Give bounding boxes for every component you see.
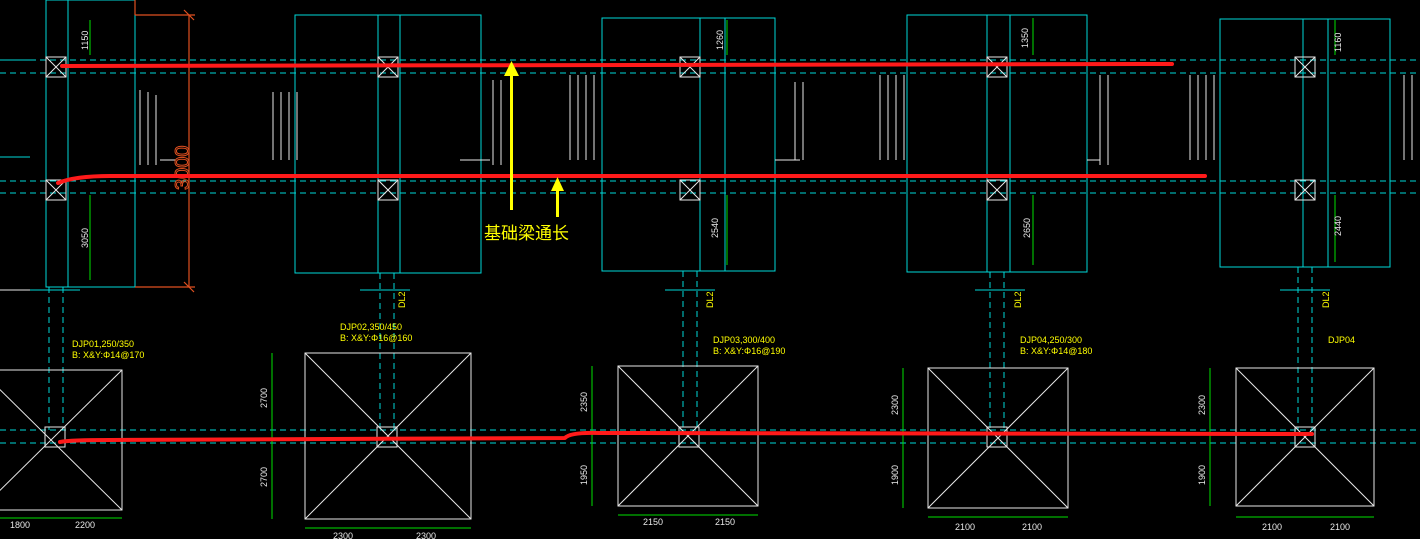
footing-4-dim-top: 2300 <box>890 395 900 415</box>
arrow-shaft-right <box>556 190 559 217</box>
dim-upper-8: 2440 <box>1333 216 1343 236</box>
upper-grid <box>0 0 1420 288</box>
footing-4-rebar: B: X&Y:Φ14@180 <box>1020 346 1092 356</box>
beam-highlight-top <box>60 62 1174 68</box>
footing-5-dim-left: 2100 <box>1262 522 1282 532</box>
upper-column-nodes <box>45 56 1316 201</box>
footing-1-label: DJP01,250/350 <box>72 339 134 349</box>
footing-3-rebar: B: X&Y:Φ16@190 <box>713 346 785 356</box>
footing-5: DJP04 2300 1900 2100 2100 <box>1197 335 1375 532</box>
footing-5-label: DJP04 <box>1328 335 1355 345</box>
column-connectors <box>0 267 1330 430</box>
footing-3-label: DJP03,300/400 <box>713 335 775 345</box>
column-tag-3: DL2 <box>1013 291 1023 308</box>
footing-4-dim-bottom: 1900 <box>890 465 900 485</box>
footing-5-dim-bottom: 1900 <box>1197 465 1207 485</box>
column-tags: DL2 DL2 DL2 DL2 <box>397 291 1331 308</box>
footing-3: DJP03,300/400 B: X&Y:Φ16@190 2350 1950 2… <box>579 335 785 527</box>
annotation-label: 基础梁通长 <box>484 224 569 244</box>
footing-2-dim-bottom: 2700 <box>259 467 269 487</box>
dim-upper-4: 2540 <box>710 218 720 238</box>
footing-3-dim-top: 2350 <box>579 392 589 412</box>
footing-3-dim-right: 2150 <box>715 517 735 527</box>
beam-annotation-marks <box>139 75 1413 165</box>
column-tag-4: DL2 <box>1321 291 1331 308</box>
dim-upper-2: 3050 <box>80 228 90 248</box>
lower-axis-lines <box>0 429 1420 444</box>
upper-dimension-labels: 1150 3050 1260 2540 1350 2650 1160 2440 <box>80 28 1343 248</box>
footing-4-dim-right: 2100 <box>1022 522 1042 532</box>
footing-5-dim-top: 2300 <box>1197 395 1207 415</box>
column-tag-2: DL2 <box>705 291 715 308</box>
arrow-head-right <box>551 177 564 191</box>
footing-2-dim-right: 2300 <box>416 531 436 539</box>
footing-3-dim-left: 2150 <box>643 517 663 527</box>
footing-2-rebar: B: X&Y:Φ16@160 <box>340 333 412 343</box>
dim-upper-5: 1350 <box>1020 28 1030 48</box>
dim-upper-1: 1150 <box>80 31 90 50</box>
dim-upper-7: 1160 <box>1333 33 1343 52</box>
footing-2-label: DJP02,350/450 <box>340 322 402 332</box>
footing-4-label: DJP04,250/300 <box>1020 335 1082 345</box>
footing-1: DJP01,250/350 B: X&Y:Φ14@170 1800 2200 <box>0 339 144 530</box>
beam-highlight-bottom <box>58 430 1314 444</box>
annotation-callout: 基础梁通长 <box>484 61 569 244</box>
beam-highlights <box>56 62 1314 444</box>
column-tag-1: DL2 <box>397 291 407 308</box>
footing-2-dim-left: 2300 <box>333 531 353 539</box>
arrow-head-left <box>504 61 519 76</box>
footing-4: DJP04,250/300 B: X&Y:Φ14@180 2300 1900 2… <box>890 335 1092 532</box>
footing-1-dim-right: 2200 <box>75 520 95 530</box>
footing-2-dim-top: 2700 <box>259 388 269 408</box>
beam-highlight-middle <box>56 174 1207 185</box>
footing-5-dim-right: 2100 <box>1330 522 1350 532</box>
dim-upper-6: 2650 <box>1022 218 1032 238</box>
footing-1-dim-left: 1800 <box>10 520 30 530</box>
footing-1-rebar: B: X&Y:Φ14@170 <box>72 350 144 360</box>
footing-2: DJP02,350/450 B: X&Y:Φ16@160 2700 2700 2… <box>259 322 472 539</box>
arrow-shaft-left <box>510 75 513 210</box>
outline-dimension-text: 3000 <box>172 146 194 191</box>
orange-outline: 3000 <box>134 0 195 293</box>
footing-3-dim-bottom: 1950 <box>579 465 589 485</box>
footing-4-dim-left: 2100 <box>955 522 975 532</box>
dim-upper-3: 1260 <box>715 30 725 50</box>
